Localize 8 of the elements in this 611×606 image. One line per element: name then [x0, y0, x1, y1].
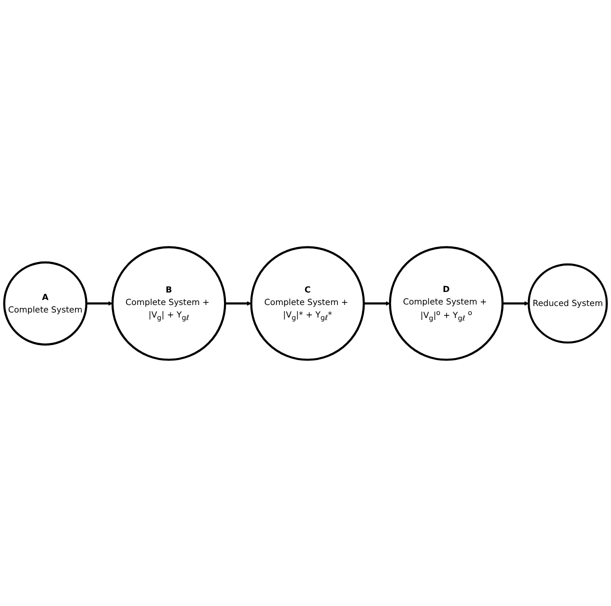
arrow [225, 300, 252, 306]
node-circle: A Complete System [3, 260, 88, 346]
arrow [364, 300, 390, 306]
arrow [502, 300, 529, 306]
node-circle: C Complete System + |V$_{g}$|* + Y$_{gℓ}$* [250, 246, 365, 360]
node-circle: B Complete System + |V$_{g}$| + Y$_{gℓ}$ [111, 246, 226, 360]
node-circle: Reduced System [528, 262, 608, 344]
arrow [86, 300, 113, 306]
